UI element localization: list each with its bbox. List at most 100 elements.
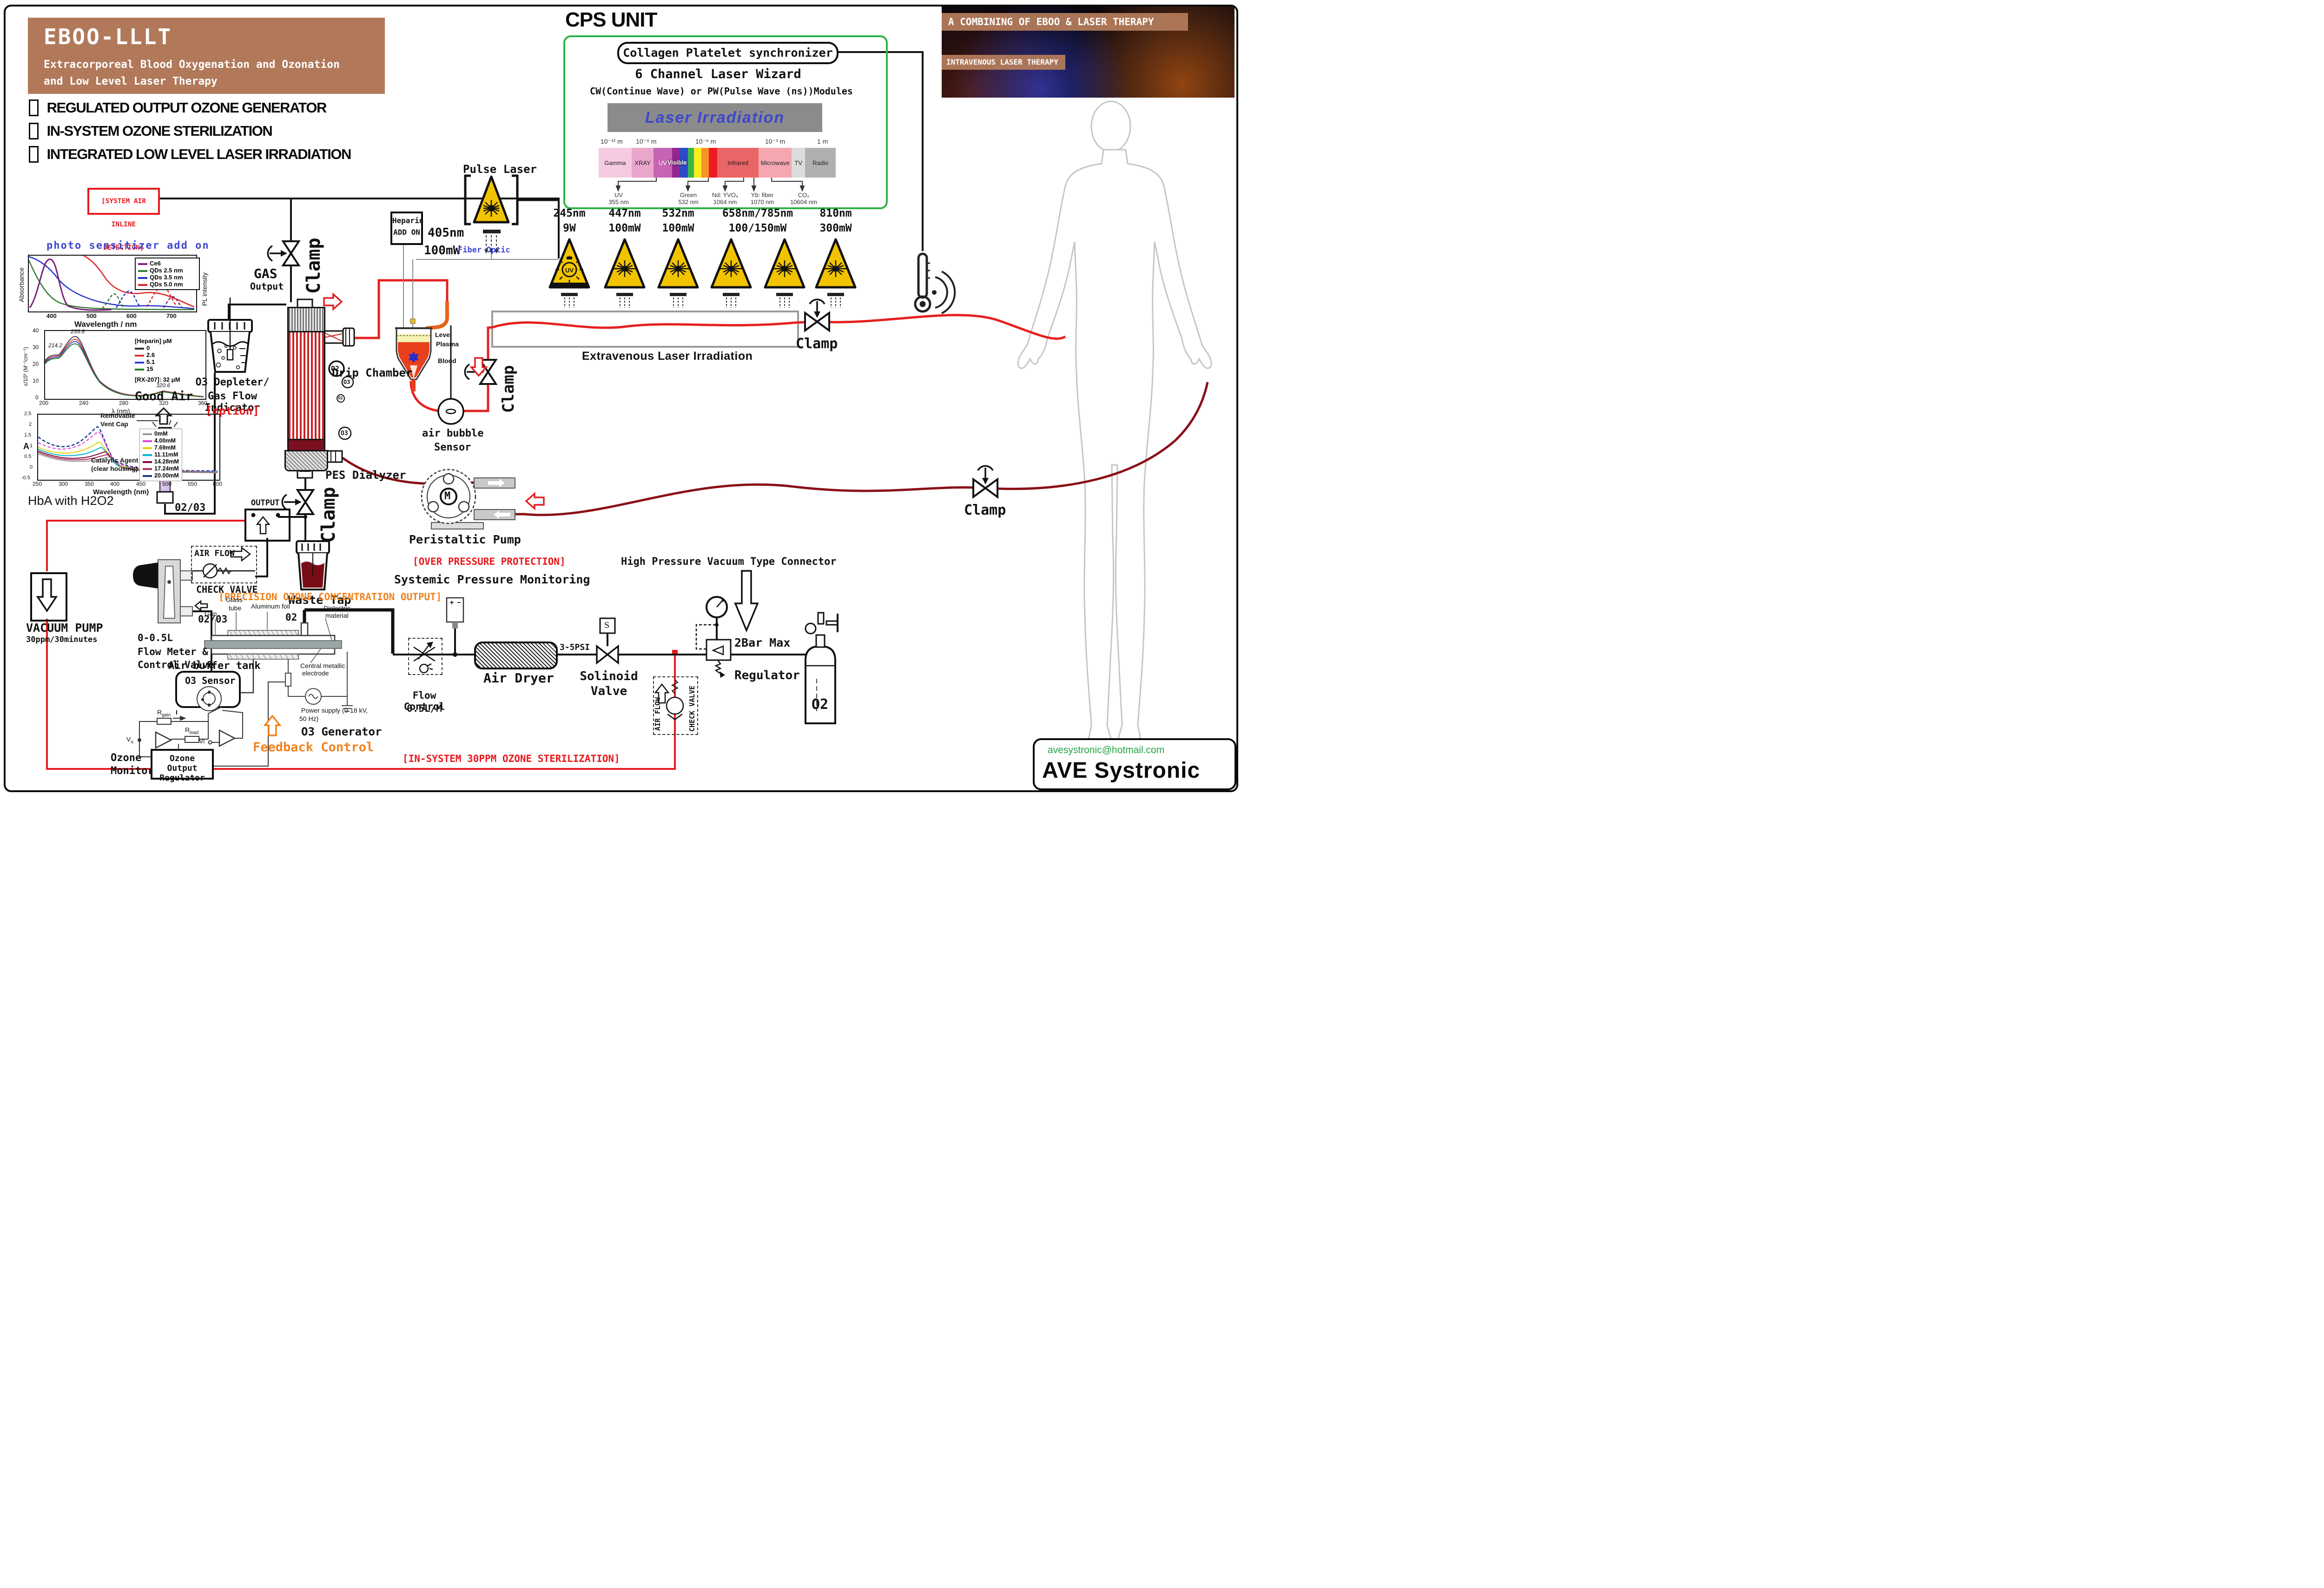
vent-cap-label-2: Vent Cap — [100, 420, 128, 428]
vacuum-pump-label: VACUUM PUMP — [26, 621, 103, 635]
chart3-xtick-3: 350 — [85, 481, 94, 487]
solinoid-label-2: Valve — [590, 684, 627, 698]
good-air-label: Good Air — [135, 390, 193, 404]
current-label: I — [176, 708, 178, 716]
patient-body-outline — [1017, 100, 1212, 757]
chart2-legend: [Heparin] μM 0 2.6 5.1 15 [RX-207]: 32 μ… — [135, 337, 180, 383]
depleter-label-2: Gas Flow Indicator — [205, 390, 260, 414]
chart2-ytick-20: 20 — [33, 361, 39, 367]
chart3-ytick-6: 0 — [30, 464, 33, 470]
extravenous-irradiation-bar — [491, 311, 799, 348]
ozone-output-regulator-box: Ozone Output Regulator — [151, 749, 214, 783]
flow-meter-label-1: Flow Meter & — [138, 646, 208, 657]
sensor-r: R — [208, 703, 211, 708]
aluminum-foil-label: Aluminum foil — [251, 602, 290, 610]
peristaltic-pump-icon — [421, 469, 515, 529]
band-visible-red — [708, 148, 717, 178]
check-valve-1-label: CHECK VALVE — [196, 584, 258, 595]
chart2-frame — [44, 330, 206, 400]
pes-dialyzer-header — [284, 450, 328, 471]
chart1-xtick-700: 700 — [166, 312, 177, 319]
level-label: Level — [435, 331, 452, 338]
checkbox-icon — [29, 123, 39, 139]
pes-dialyzer-membrane — [287, 331, 325, 442]
dielectric-label-2: material — [325, 612, 349, 619]
feature-item: REGULATED OUTPUT OZONE GENERATOR — [46, 99, 327, 116]
chart2-xtick-240: 240 — [79, 400, 89, 406]
cw-pw-modules-label: CW(Continue Wave) or PW(Pulse Wave (ns))… — [590, 86, 853, 97]
clamp-label-artery: Clamp — [796, 336, 838, 352]
chart2-peak-3: 320.6 — [156, 382, 171, 389]
band-visible-violet — [672, 148, 680, 178]
laser-irradiation-banner: Laser Irradiation — [607, 103, 822, 132]
clamp-valve-drip-line — [464, 359, 498, 385]
output-box-label: OUTPUT — [251, 498, 280, 508]
spectrum-scale-2: 10⁻⁹ m — [636, 138, 657, 145]
chart3-xtick-6: 500 — [162, 481, 172, 487]
laser-channel-warning-icons: UV — [548, 238, 590, 289]
chart3-ytick-4: 1 — [30, 443, 33, 449]
spectrum-scale-4: 10⁻³ m — [765, 138, 786, 145]
chart3-ytick-3: 1.5 — [24, 432, 32, 438]
power-supply-label-1: Power supply (0-18 kV, — [301, 707, 368, 714]
band-visible-blue — [679, 148, 688, 178]
band-visible-yellow — [694, 148, 701, 178]
o3-depleter-jar — [207, 298, 253, 373]
chart2-xtick-280: 280 — [119, 400, 129, 406]
sterilization-note: [IN-SYSTEM 30PPM OZONE STERILIZATION] — [403, 753, 620, 764]
check-valve-2-airflow: AIR FLOW — [654, 697, 662, 731]
collagen-synchronizer-box: Collagen Platelet synchronizer — [617, 42, 838, 64]
glass-tube-label-2: tube — [229, 604, 242, 612]
chart2-xtick-320: 320 — [159, 400, 169, 406]
clamp-label-gas: Clamp — [303, 238, 324, 294]
chart2-curves — [44, 336, 204, 397]
electrode-label-2: electrode — [302, 669, 329, 677]
chart2-ytick-40: 40 — [33, 327, 39, 334]
checkbox-icon — [29, 146, 39, 163]
chart1-ylabel: Absorbance — [18, 267, 25, 302]
chart1-y2label: PL intensity — [201, 272, 208, 306]
laser-starburst-triangles — [604, 238, 857, 289]
vacuum-pump-arrow — [36, 578, 58, 613]
depleter-option-label: [option] — [205, 404, 259, 417]
clamp-valve-artery — [804, 298, 830, 332]
pulse-laser-power: 100mW — [424, 244, 461, 258]
waste-tap-container — [296, 540, 330, 590]
spectrum-scale-1: 10⁻¹² m — [601, 138, 623, 145]
band-visible-orange — [701, 148, 709, 178]
marker-o2-2: O2 — [338, 396, 343, 401]
drip-chamber-inlet-elbow — [425, 301, 449, 330]
chart3-ytick-7: -0.5 — [21, 475, 30, 481]
gap-label: Gap — [205, 610, 217, 617]
chart1-legend: Ce6 QDs 2.5 nm QDs 3.5 nm QDs 5.0 nm — [135, 258, 200, 290]
precision-note: [PRECISION OZONE CONCENTRATION OUTPUT] — [218, 591, 442, 602]
chart3-legend: 0mM 4.00mM 7.69mM 11.11mM 14.28mM 17.24m… — [139, 429, 182, 481]
feature-item: IN-SYSTEM OZONE STERILIZATION — [46, 123, 273, 139]
chart1-xtick-600: 600 — [126, 312, 137, 319]
spectrum-callout-lines — [615, 178, 805, 192]
flow-meter-icon — [133, 559, 193, 623]
chart1-xtick-400: 400 — [46, 312, 57, 319]
clamp-label-drip: Clamp — [499, 365, 518, 413]
extravenous-label: Extravenous Laser Irradiation — [582, 350, 753, 363]
gas-label: GAS — [254, 266, 277, 281]
footer-brand-box: avesystronic@hotmail.com AVE Systronic — [1033, 738, 1236, 790]
sensor-c: C — [208, 690, 211, 695]
systemic-pressure-label: Systemic Pressure Monitoring — [394, 573, 590, 586]
page-subtitle-1: Extracorporeal Blood Oxygenation and Ozo… — [44, 59, 340, 71]
chart3-xtick-2: 300 — [59, 481, 68, 487]
pressure-sensor-icon — [446, 597, 464, 629]
diagram-frame — [4, 5, 1238, 792]
dielectric-label-1: Dielectric — [324, 604, 350, 612]
o2-tank-label: O2 — [812, 696, 829, 713]
air-bubble-label-2: Sensor — [434, 442, 471, 453]
rgain-label: Rgain — [157, 708, 171, 718]
spectrum-scale-5: 1 m — [817, 138, 828, 145]
chart3-xtick-5: 450 — [136, 481, 146, 487]
fiber-optic-label: Fiber Optic — [458, 245, 510, 255]
rload-label: Rload — [185, 726, 199, 735]
air-dryer-label: Air Dryer — [483, 670, 554, 686]
electrode-label-1: Central metallic — [300, 662, 345, 669]
